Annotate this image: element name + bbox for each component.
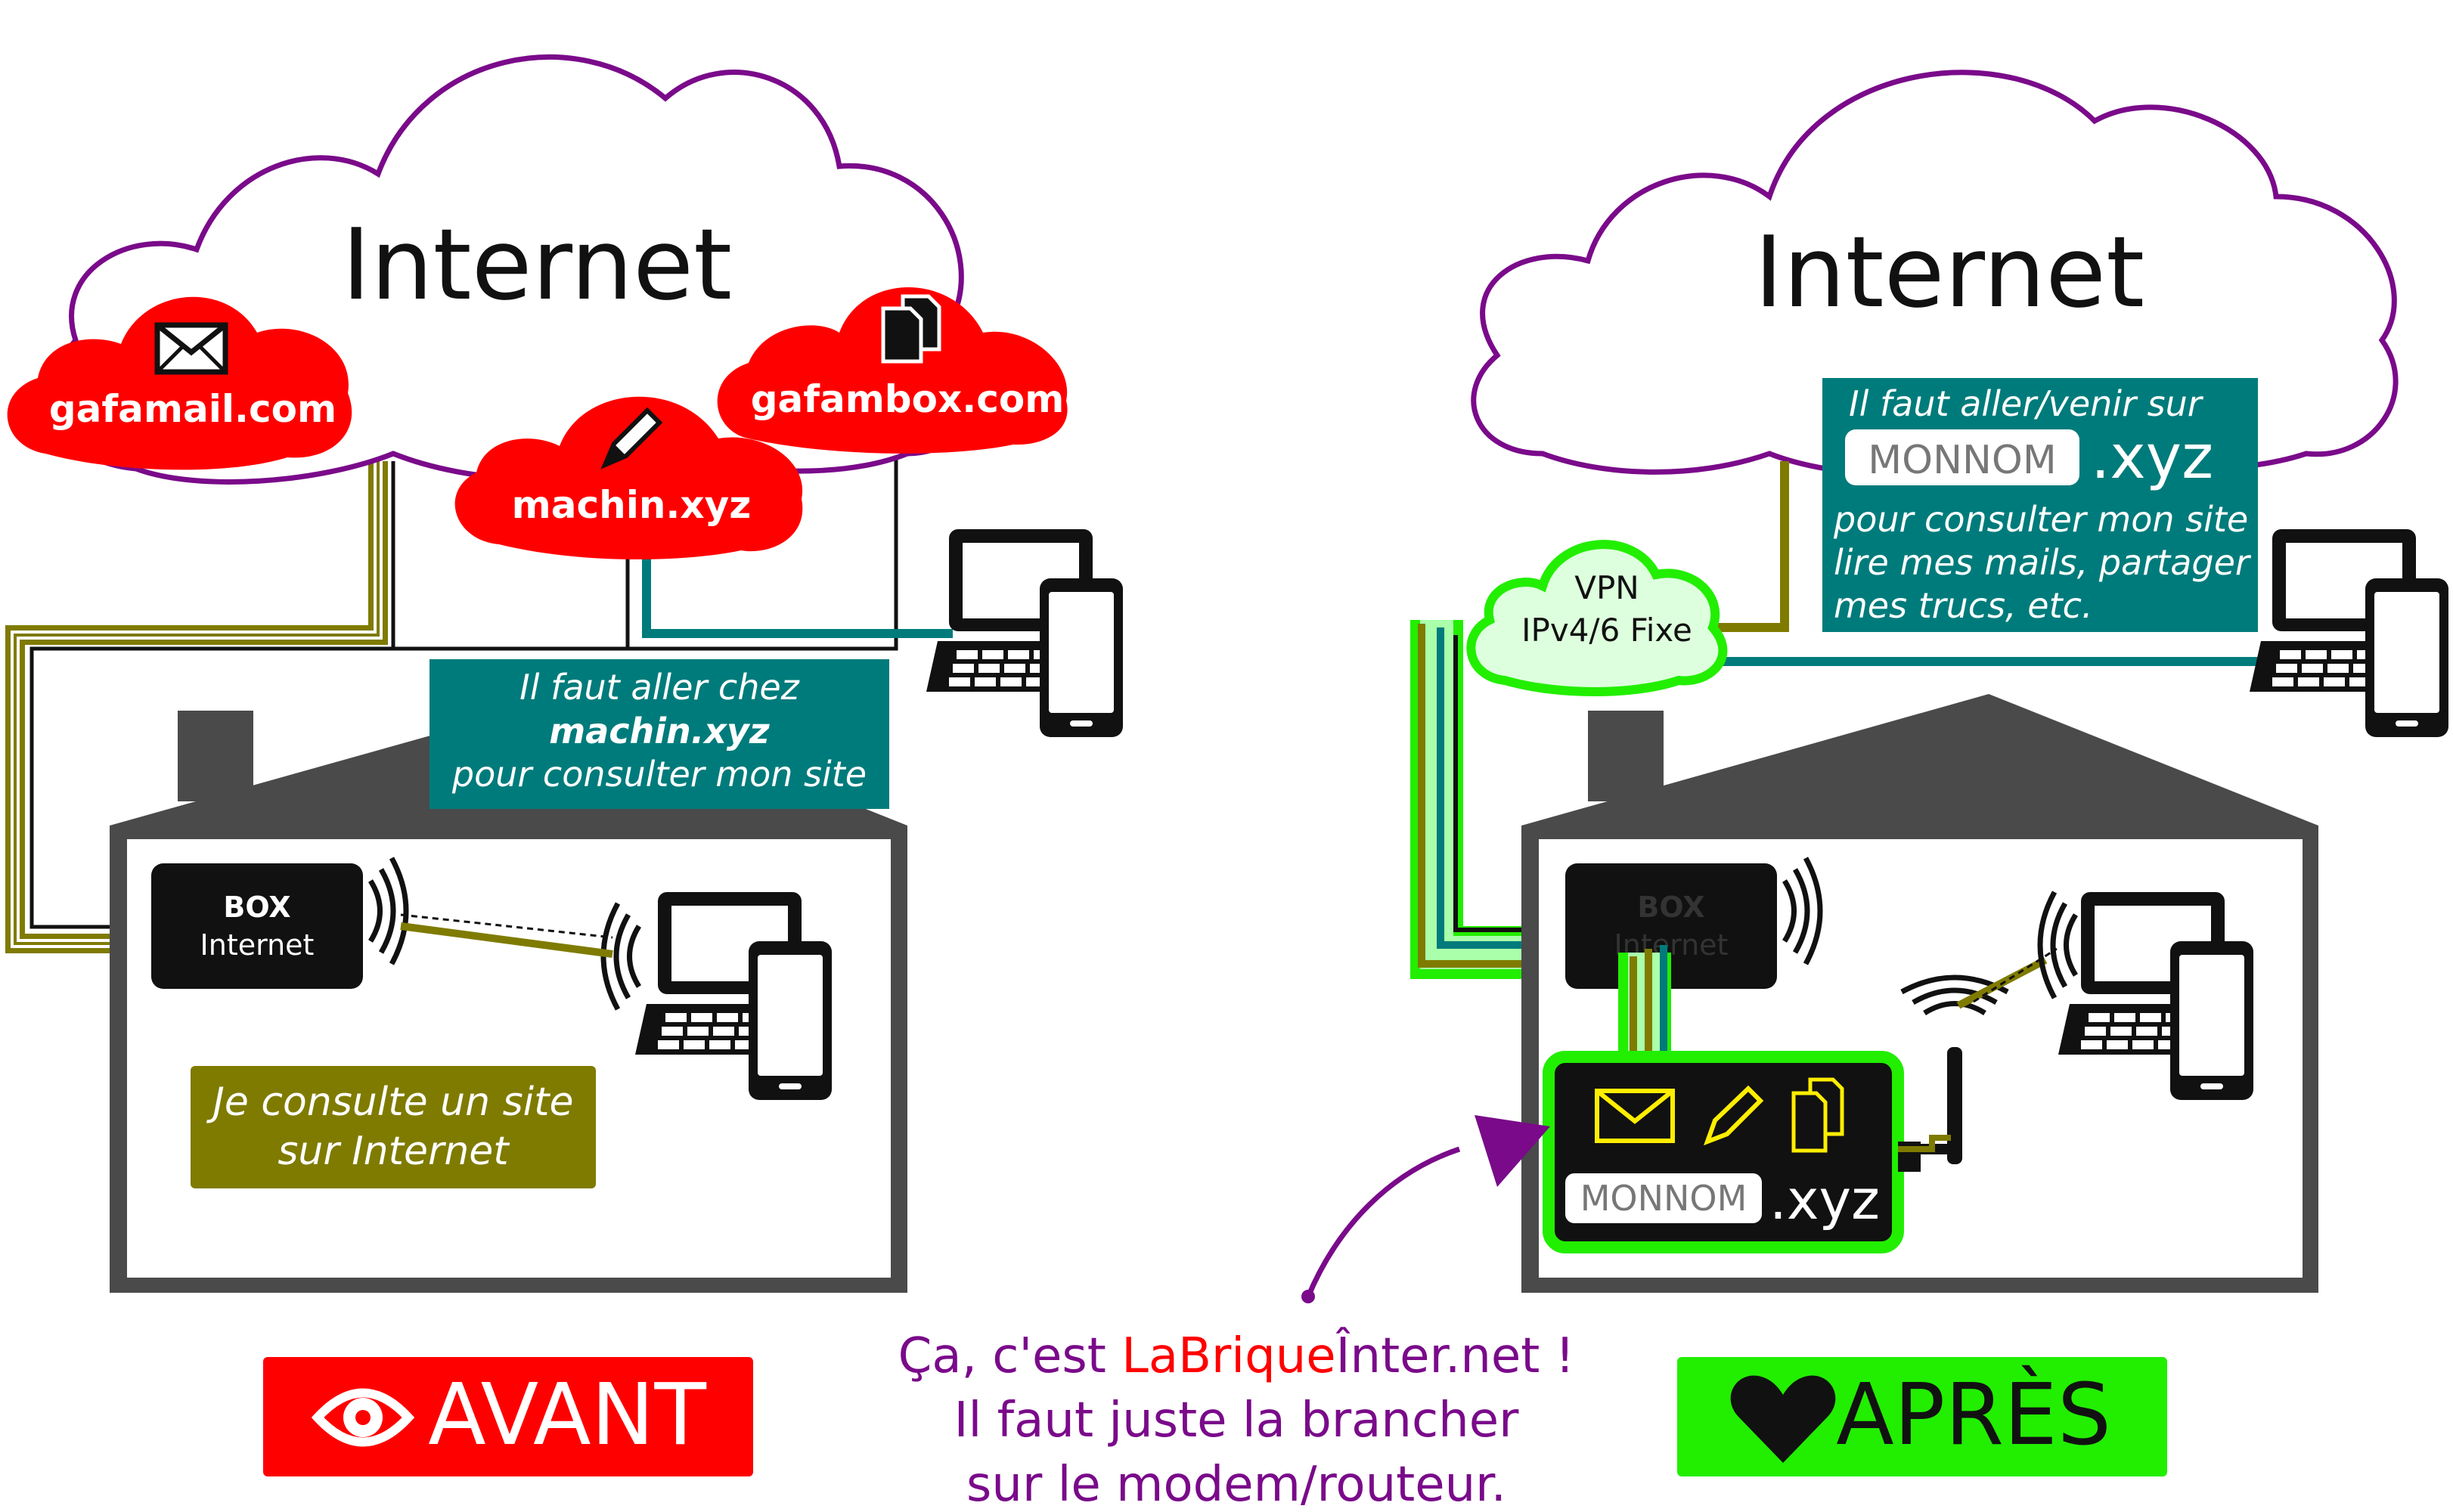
svg-text:Il faut aller/venir sur: Il faut aller/venir sur <box>1849 383 2204 424</box>
svg-text:AVANT: AVANT <box>428 1366 706 1464</box>
note-left: Il faut aller chez machin.xyz pour consu… <box>430 659 889 809</box>
note-right: Il faut aller/venir sur MONNOM .xyz pour… <box>1822 378 2258 632</box>
service-cloud-gafamail: gafamail.com <box>7 296 352 470</box>
phone-icon <box>2365 578 2448 737</box>
service-label-gafamail: gafamail.com <box>49 387 336 431</box>
service-cloud-machin: machin.xyz <box>454 396 803 559</box>
svg-text:.xyz: .xyz <box>2091 422 2213 492</box>
avant-button[interactable]: AVANT <box>263 1357 753 1476</box>
vpn-cloud: VPN IPv4/6 Fixe <box>1466 540 1728 696</box>
svg-text:MONNOM: MONNOM <box>1868 438 2056 483</box>
internet-title-left: Internet <box>342 207 732 322</box>
svg-text:mes trucs, etc.: mes trucs, etc. <box>1834 585 2093 626</box>
phone-icon <box>2170 941 2253 1100</box>
phone-icon <box>749 941 832 1100</box>
svg-text:.xyz: .xyz <box>1769 1168 1880 1232</box>
center-caption: Ça, c'est LaBriqueÎnter.net ! Il faut ju… <box>898 1115 1575 1512</box>
svg-text:BOX: BOX <box>223 891 290 924</box>
svg-text:pour consulter mon site: pour consulter mon site <box>451 754 867 795</box>
pencil-icon <box>1703 1085 1764 1146</box>
svg-text:IPv4/6 Fixe: IPv4/6 Fixe <box>1521 612 1692 649</box>
olive-note-left: Je consulte un site sur Internet <box>191 1066 596 1188</box>
eye-icon <box>311 1388 415 1447</box>
svg-text:APRÈS: APRÈS <box>1836 1365 2111 1464</box>
svg-text:Je consulte un site: Je consulte un site <box>206 1080 574 1125</box>
right-panel: Internet VPN IPv4/6 Fixe Il faut aller/v… <box>1410 70 2448 1476</box>
left-panel: Internet gafamail.com gafambox.com machi… <box>5 54 1123 1476</box>
labrique-device: MONNOM .xyz <box>1543 1047 1962 1253</box>
svg-text:BOX: BOX <box>1637 891 1704 924</box>
svg-text:Il faut aller chez: Il faut aller chez <box>519 667 799 708</box>
internet-title-right: Internet <box>1754 215 2144 330</box>
svg-text:machin.xyz: machin.xyz <box>549 711 770 751</box>
service-cloud-gafambox: gafambox.com <box>717 287 1068 454</box>
svg-text:MONNOM: MONNOM <box>1580 1178 1747 1219</box>
svg-text:sur Internet: sur Internet <box>278 1129 510 1174</box>
apres-button[interactable]: APRÈS <box>1677 1357 2167 1476</box>
svg-text:lire mes mails, partager: lire mes mails, partager <box>1834 542 2252 583</box>
documents-icon <box>1791 1077 1844 1153</box>
caption-line1: Ça, c'est LaBriqueÎnter.net ! <box>898 1327 1575 1384</box>
svg-text:Internet: Internet <box>200 928 315 962</box>
caption-arrow <box>1305 1146 1461 1298</box>
svg-text:pour consulter mon site: pour consulter mon site <box>1833 499 2248 540</box>
mail-icon <box>157 325 225 372</box>
heart-icon <box>1730 1375 1836 1463</box>
service-label-machin: machin.xyz <box>512 483 752 527</box>
service-label-gafambox: gafambox.com <box>751 377 1065 421</box>
box-internet-left: BOX Internet <box>151 863 363 989</box>
phone-icon <box>1040 578 1123 737</box>
mail-icon <box>1595 1089 1675 1143</box>
svg-text:VPN: VPN <box>1574 569 1639 606</box>
caption-line2: Il faut juste la brancher <box>954 1393 1519 1448</box>
caption-line3: sur le modem/routeur. <box>966 1457 1506 1512</box>
